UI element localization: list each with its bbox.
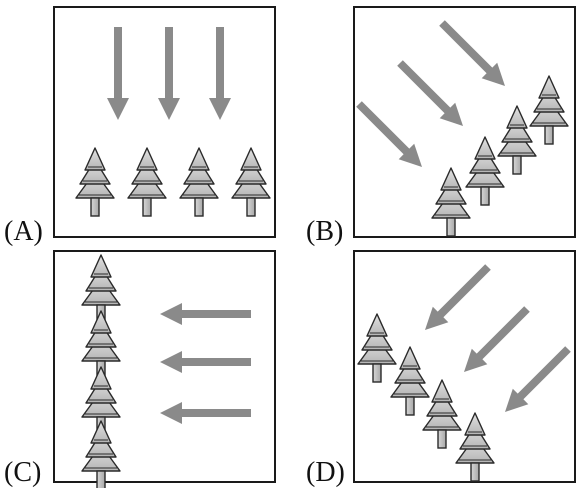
panel-c-frame xyxy=(53,250,276,483)
panel-a-label: (A) xyxy=(4,216,43,247)
panel-d-frame xyxy=(353,250,576,483)
panel-c-label: (C) xyxy=(4,457,42,488)
panel-b-frame xyxy=(353,6,576,238)
panel-b-label: (B) xyxy=(306,216,344,247)
panel-d-label: (D) xyxy=(306,457,345,488)
panel-a-frame xyxy=(53,6,276,238)
